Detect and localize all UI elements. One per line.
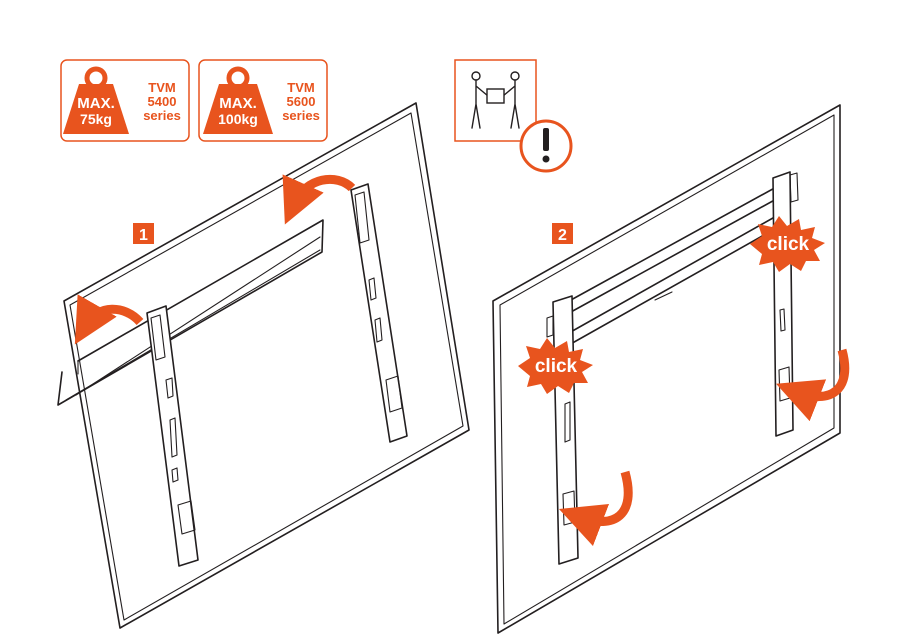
badge-weight-value: 100kg (218, 111, 258, 127)
exclamation-icon (519, 119, 573, 173)
badge-model-line2: 5600 (287, 94, 316, 109)
step-1: 1 (57, 102, 470, 629)
two-person-lift-icon (471, 71, 520, 129)
lock-arrow-right (776, 348, 850, 422)
badge-max-label: MAX. (219, 95, 257, 112)
step-2: click click 2 (492, 104, 850, 634)
step-number: 2 (558, 227, 567, 244)
badge-model-line2: 5400 (148, 94, 177, 109)
tv-panel-inner-edge (499, 114, 835, 625)
wall-plate (57, 219, 324, 406)
badge-max-label: MAX. (77, 95, 115, 112)
weight-icon (63, 66, 129, 134)
tv-panel (492, 104, 841, 634)
click-callout-right: click (750, 216, 825, 272)
tv-bracket-left (146, 305, 199, 567)
badge-model-line1: TVM (148, 80, 175, 95)
step-number-box (133, 223, 154, 244)
hook-arrow-left (74, 294, 144, 345)
tv-bracket-right (350, 183, 408, 443)
badge-model-line3: series (143, 108, 181, 123)
step-number: 1 (139, 227, 148, 244)
click-callout-left: click (518, 338, 593, 394)
weight-icon (203, 66, 273, 134)
lock-arrow-left (558, 470, 633, 547)
two-person-warning (454, 59, 573, 173)
wall-plate (559, 184, 781, 351)
badge-weight-value: 75kg (80, 111, 112, 127)
weight-badge-5400: MAX. 75kg TVM 5400 series (60, 59, 190, 142)
hook-arrow-right (282, 174, 356, 225)
step-number-box (552, 223, 573, 244)
click-label: click (767, 234, 810, 255)
badge-model-line3: series (282, 108, 320, 123)
weight-badge-5600: MAX. 100kg TVM 5600 series (198, 59, 328, 142)
badge-model-line1: TVM (287, 80, 314, 95)
click-label: click (535, 356, 578, 377)
